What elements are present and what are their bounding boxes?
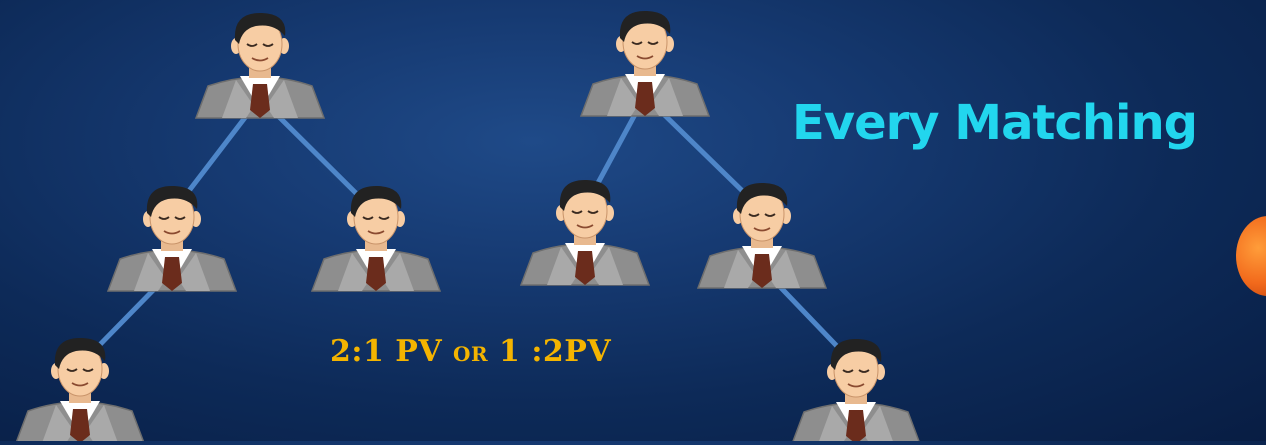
person-nodes xyxy=(14,10,922,445)
person-icon-root-left xyxy=(194,12,326,119)
pv-ratio-caption: 2:1 PV OR 1 :2PV xyxy=(330,334,611,369)
ratio-or: OR xyxy=(453,342,489,366)
person-icon-root-right xyxy=(579,10,711,117)
every-matching-heading: Every Matching xyxy=(792,95,1198,151)
connector-lines xyxy=(77,93,859,369)
person-icon-right-b-child xyxy=(790,338,922,445)
person-icon-left-a-child xyxy=(14,337,146,444)
person-icon-left-b xyxy=(310,185,442,292)
ratio-part-1: 2:1 PV xyxy=(330,334,454,369)
person-icon-right-b xyxy=(696,182,828,289)
person-icon-right-a xyxy=(519,179,651,286)
person-icon-left-a xyxy=(106,185,238,292)
ratio-part-2: 1 :2PV xyxy=(488,334,612,369)
